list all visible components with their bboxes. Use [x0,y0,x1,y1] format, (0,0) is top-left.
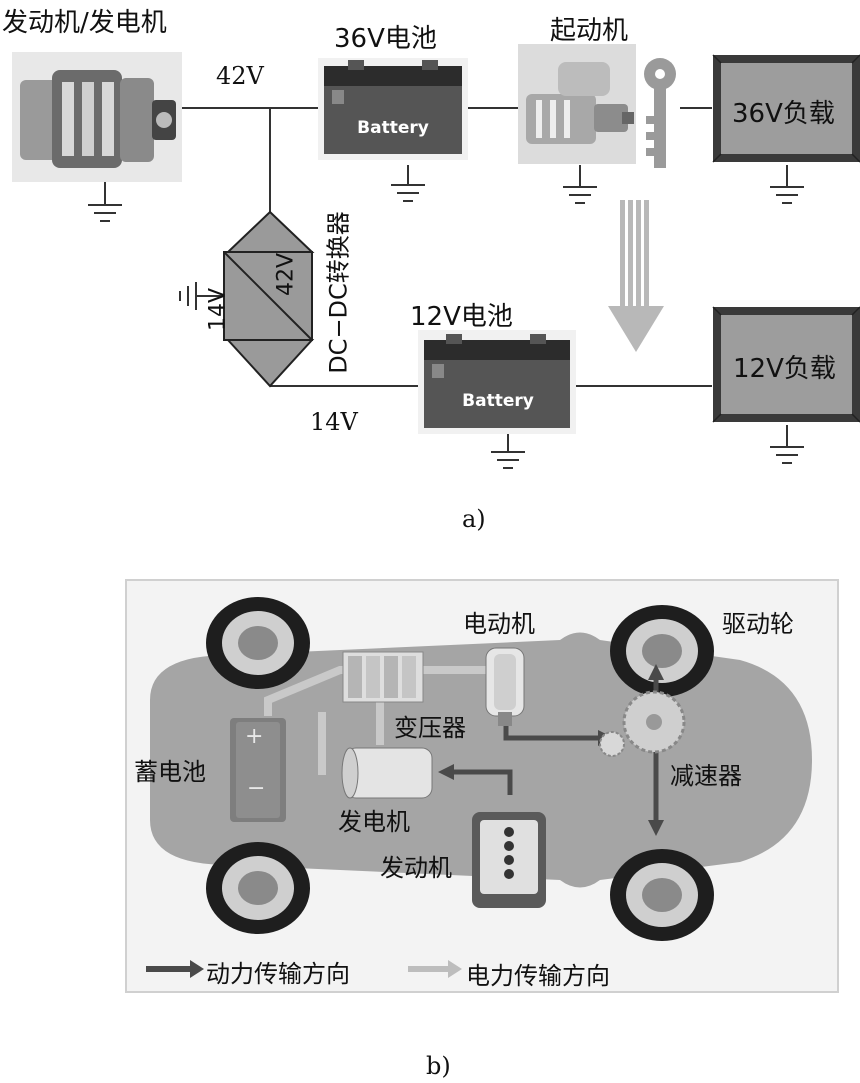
voltage-14v-label: 14V [310,408,358,436]
transformer-label: 变压器 [394,714,466,742]
diagram-a-circuit: Battery [12,44,860,469]
reducer-label: 减速器 [670,762,742,790]
generator-icon [341,747,433,799]
key-icon [644,58,676,168]
legend-electric-arrow-icon [408,960,462,978]
caption-b: b) [426,1052,451,1080]
power-flow-lines [454,680,659,820]
down-arrow-icon [608,200,664,352]
ground-icon [770,425,804,464]
starter-motor-image [518,44,636,164]
dcdc-converter-symbol [223,210,315,388]
transformer-block [342,651,424,703]
battery-36v-label: 36V电池 [334,24,437,54]
ground-icon [179,282,197,310]
load-36v-label: 36V负载 [732,99,835,129]
battery-36v-word: Battery [357,118,429,138]
ground-icon [391,165,425,202]
drive-wheel-label: 驱动轮 [722,610,794,638]
battery-minus-sign: − [247,776,266,801]
battery-plus-sign: + [245,724,264,749]
electric-motor-icon [485,647,525,726]
engine-icon [472,812,546,908]
load-12v-label: 12V负载 [733,354,836,384]
converter-14v-label: 14V [205,287,231,332]
load-36v-box [712,54,860,163]
battery-12v-word: Battery [462,391,534,411]
battery-12v-image: Battery [418,330,576,434]
converter-42v-label: 42V [273,252,299,297]
ground-icon [88,180,122,222]
generator-label: 发电机 [338,808,410,836]
battery-36v-image: Battery [318,58,468,160]
wheel-front-left-icon [206,597,310,689]
ground-icon [563,165,597,204]
motor-label: 电动机 [463,610,535,638]
wheel-front-right-icon [610,605,714,697]
legend-power-arrow-icon [146,960,204,978]
battery-12v-label: 12V电池 [410,302,513,332]
legend-electric-label: 电力传输方向 [466,962,610,990]
load-12v-box [712,306,860,423]
reducer-gears-icon [599,690,686,757]
voltage-42v-label: 42V [216,62,264,90]
engine-label: 发动机 [380,854,452,882]
alternator-label: 发动机/发电机 [2,8,167,38]
ground-icon [491,432,525,469]
dcdc-converter-label: DC−DC转换器 [324,211,353,374]
storage-battery-label: 蓄电池 [134,758,206,786]
legend-power-label: 动力传输方向 [206,960,350,988]
ground-icon [770,165,804,204]
wheel-rear-left-icon [206,842,310,934]
caption-a: a) [462,505,486,533]
alternator-image [12,52,182,182]
ground-symbols [88,165,804,469]
wheel-rear-right-icon [610,849,714,941]
starter-label: 起动机 [550,16,629,46]
